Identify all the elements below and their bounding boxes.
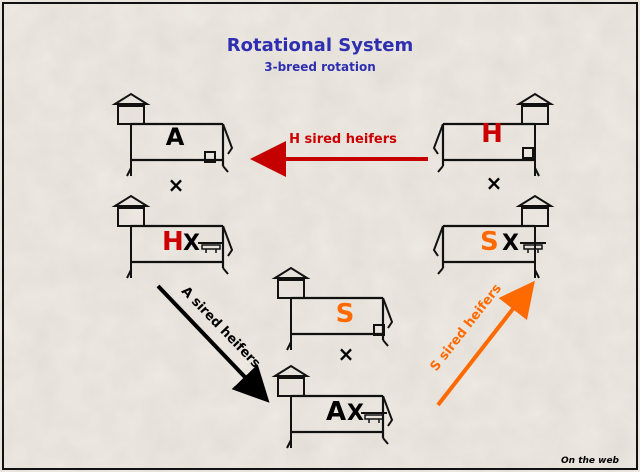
cross-mark: X (347, 401, 364, 426)
breed-label-a: A (326, 397, 346, 427)
cross-mark: X (502, 231, 519, 256)
cow-top-right: H (432, 92, 553, 178)
breed-label-s: S (336, 299, 355, 329)
arrow-label-h-sired: H sired heifers (289, 132, 397, 147)
cow-mid-right: S X (432, 194, 553, 280)
cross-symbol: × (486, 171, 503, 195)
page-title: Rotational System (227, 35, 414, 56)
cross-mark: X (183, 231, 200, 256)
arrow-a-sired (156, 284, 270, 403)
cross-symbol: × (168, 173, 185, 197)
breed-label-a: A (166, 123, 185, 151)
footer-note: On the web (561, 456, 620, 466)
cow-center-bottom: A X (273, 364, 394, 450)
breed-label-h: H (481, 119, 503, 149)
cow-mid-left: H X (113, 194, 234, 280)
cross-symbol: × (338, 342, 355, 366)
arrow-s-sired (436, 280, 535, 407)
breed-label-h: H (162, 227, 184, 257)
page-subtitle: 3-breed rotation (264, 60, 376, 74)
cow-center-top: S (273, 266, 394, 352)
breed-label-s: S (480, 227, 499, 257)
cow-top-left: A (113, 92, 234, 178)
